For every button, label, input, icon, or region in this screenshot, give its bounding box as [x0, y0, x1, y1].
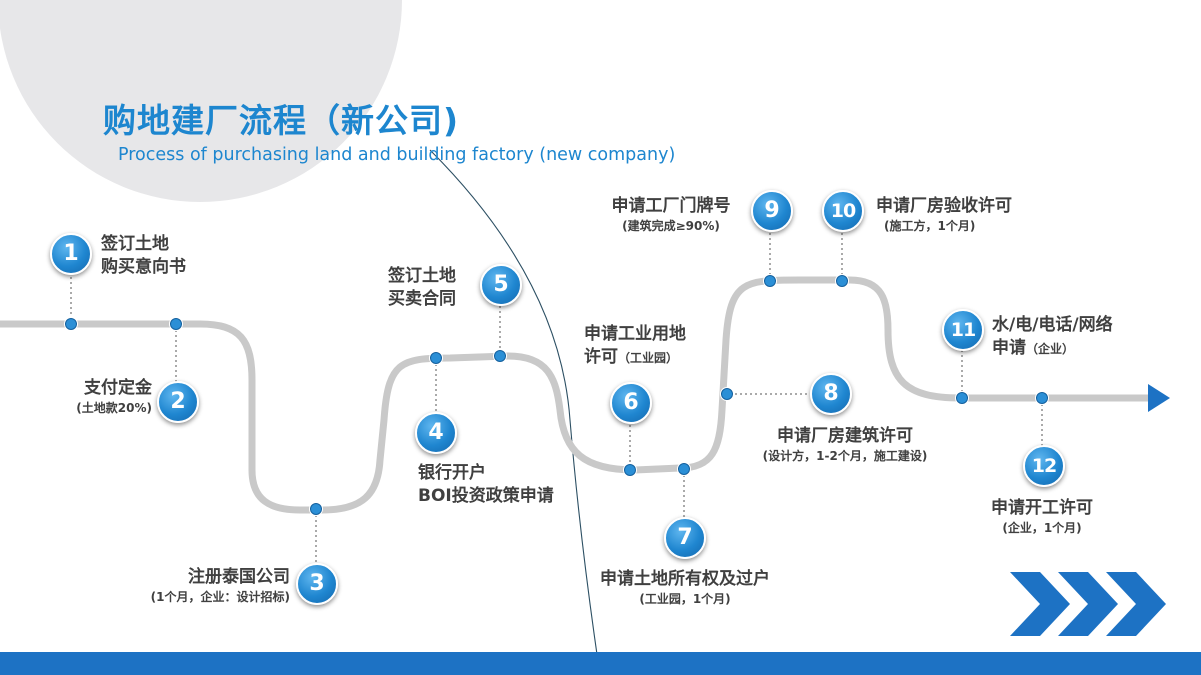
step-1-badge: 1 [50, 233, 92, 275]
step-7-label: 申请土地所有权及过户 (工业园，1个月) [600, 569, 770, 606]
road-arrowhead [1148, 384, 1170, 412]
step-10-badge: 10 [822, 190, 864, 232]
step-6-badge: 6 [610, 382, 652, 424]
step-9-badge: 9 [751, 190, 793, 232]
corner-circle-decoration [0, 0, 402, 202]
step-7-badge: 7 [664, 517, 706, 559]
step-11-badge: 11 [942, 309, 984, 351]
step-4-badge: 4 [415, 412, 457, 454]
step-2-badge: 2 [157, 381, 199, 423]
step-3-badge: 3 [296, 563, 338, 605]
page-title: 购地建厂流程（新公司) [103, 101, 460, 140]
step-12-label: 申请开工许可 (企业，1个月) [991, 498, 1093, 535]
road-nodes [64, 274, 1049, 516]
step-6-label: 申请工业用地 许可（工业园） [584, 324, 686, 367]
step-5-badge: 5 [480, 264, 522, 306]
step-5-label: 签订土地 买卖合同 [388, 266, 456, 309]
arc-decoration [429, 149, 601, 675]
step-11-label: 水/电/电话/网络 申请（企业） [992, 315, 1113, 358]
chevron-arrows-icon [1010, 572, 1166, 636]
step-1-label: 签订土地 购买意向书 [101, 234, 186, 277]
step-8-label: 申请厂房建筑许可 (设计方，1-2个月，施工建设) [762, 426, 928, 463]
step-9-label: 申请工厂门牌号 (建筑完成≥90%) [611, 196, 731, 233]
step-2-label: 支付定金 (土地款20%) [76, 378, 152, 415]
page-subtitle: Process of purchasing land and building … [118, 145, 676, 165]
step-4-label: 银行开户 BOI投资政策申请 [418, 463, 554, 506]
step-3-label: 注册泰国公司 (1个月，企业：设计招标) [150, 567, 290, 604]
step-10-label: 申请厂房验收许可 (施工方，1个月) [876, 196, 1012, 233]
process-road-path [0, 276, 1154, 514]
step-8-badge: 8 [810, 373, 852, 415]
step-12-badge: 12 [1023, 445, 1065, 487]
bottom-bar [0, 652, 1201, 675]
connector-lines [70, 228, 1043, 566]
